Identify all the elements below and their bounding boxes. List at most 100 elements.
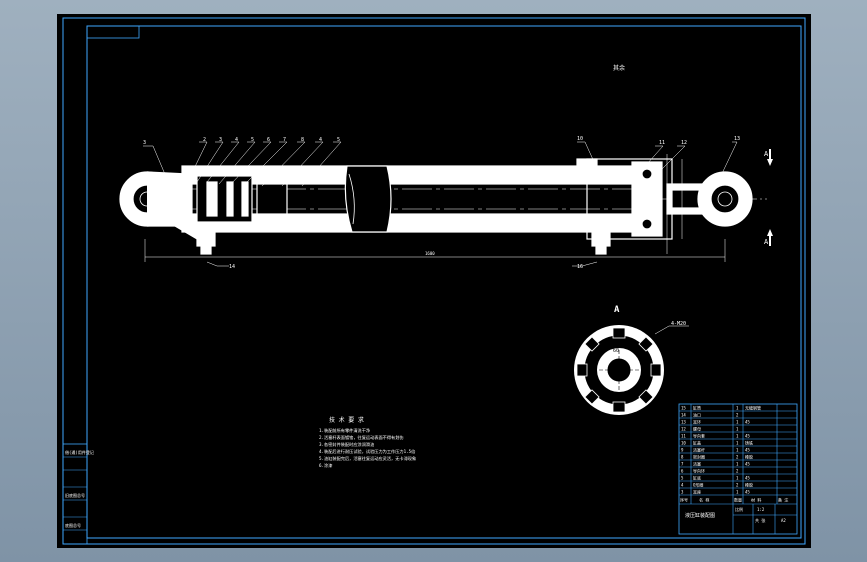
port-right xyxy=(591,231,611,247)
drawing-canvas: 借(通)用件登记 旧底图总号 底图总号 xyxy=(62,17,806,545)
view-marker-top: A xyxy=(764,150,769,158)
technical-notes: 技 术 要 求 1.装配前所有零件清洗干净 2.活塞杆表面镀铬，往复运动表面不得… xyxy=(319,416,416,469)
part-no-bottom-1: 14 xyxy=(229,264,235,270)
parts-row-material: 橡胶 xyxy=(745,454,753,460)
parts-header-no: 序号 xyxy=(680,497,688,503)
note-line-6: 6.涂漆 xyxy=(319,462,332,469)
sheet-label: 共 张 xyxy=(755,517,765,523)
thread-note: 4-M20 xyxy=(671,321,686,327)
part-number-labels: 3 2 3 4 5 6 7 8 4 5 10 11 12 13 14 16 16… xyxy=(143,64,740,270)
notes-title: 技 术 要 求 xyxy=(329,416,364,424)
parts-row-name: 螺母 xyxy=(693,426,701,432)
strip-cell-6: 底图总号 xyxy=(65,522,81,528)
part-no-6: 6 xyxy=(267,137,270,143)
parts-row-material: 无缝钢管 xyxy=(745,405,761,411)
part-no-14: 13 xyxy=(734,136,740,142)
parts-row-no: 11 xyxy=(681,434,686,439)
strip-cell-4: 旧底图总号 xyxy=(65,492,85,498)
section-label: A xyxy=(614,305,620,315)
section-view-a: A 60 4-M20 xyxy=(574,305,689,415)
left-strip: 借(通)用件登记 旧底图总号 底图总号 xyxy=(62,443,94,545)
note-line-3: 3.各密封件装配时应涂润滑油 xyxy=(319,441,374,448)
parts-row-qty: 1 xyxy=(736,420,739,425)
parts-row-no: 13 xyxy=(681,420,686,425)
parts-row-material: 45 xyxy=(745,448,750,453)
part-no-bottom-2: 16 xyxy=(577,264,583,270)
parts-row-name: 耳座 xyxy=(693,489,701,495)
parts-row-material: 45 xyxy=(745,490,750,495)
part-no-12: 11 xyxy=(659,140,665,146)
parts-row-name: 耳环 xyxy=(693,420,701,425)
parts-row-qty: 1 xyxy=(736,490,739,495)
part-no-2: 2 xyxy=(203,137,206,143)
parts-row-qty: 2 xyxy=(736,469,739,474)
parts-row-material: 45 xyxy=(745,462,750,467)
parts-row-name: 活塞杆 xyxy=(693,447,705,453)
parts-row-no: 7 xyxy=(681,462,684,467)
parts-row-qty: 2 xyxy=(736,483,739,488)
part-no-3: 3 xyxy=(219,137,222,143)
parts-row-name: 缸盖 xyxy=(693,440,701,446)
parts-row-material: 45 xyxy=(745,434,750,439)
scale-value: 1:2 xyxy=(757,507,765,512)
parts-row-no: 5 xyxy=(681,476,684,481)
part-no-11: 10 xyxy=(577,136,583,142)
parts-row-name: O形圈 xyxy=(693,482,703,488)
parts-row-name: 密封圈 xyxy=(693,454,705,460)
parts-row-qty: 2 xyxy=(736,413,739,418)
parts-row-no: 6 xyxy=(681,469,684,474)
view-marker-bottom: A xyxy=(764,238,769,246)
part-no-9: 4 xyxy=(319,137,322,143)
note-line-2: 2.活塞杆表面镀铬，往复运动表面不得有划伤 xyxy=(319,434,404,441)
parts-row-no: 8 xyxy=(681,455,684,460)
parts-row-qty: 1 xyxy=(736,434,739,439)
parts-row-name: 油口 xyxy=(693,412,701,418)
parts-row-no: 12 xyxy=(681,427,686,432)
parts-row-material: 45 xyxy=(745,476,750,481)
cylinder-assembly xyxy=(119,154,767,262)
port-left xyxy=(196,231,216,247)
strip-cell-1: 借(通)用件登记 xyxy=(65,449,94,455)
parts-row-name: 导向套 xyxy=(693,433,705,439)
parts-row-material: 橡胶 xyxy=(745,482,753,488)
section-markers: A A xyxy=(764,149,773,246)
parts-row-no: 10 xyxy=(681,441,686,446)
parts-header-material: 材 料 xyxy=(751,497,761,503)
parts-row-no: 4 xyxy=(681,483,684,488)
parts-row-name: 缸筒 xyxy=(693,405,701,411)
parts-row-no: 3 xyxy=(681,490,684,495)
part-no-7: 7 xyxy=(283,137,286,143)
surface-note: 其余 xyxy=(613,64,625,72)
inner-frame xyxy=(86,25,802,539)
parts-header-name: 名 称 xyxy=(699,497,709,503)
length-dimension: 1600 xyxy=(425,251,435,256)
leaders-top xyxy=(143,141,738,267)
parts-row-no: 15 xyxy=(681,406,686,411)
drawing-sheet: 借(通)用件登记 旧底图总号 底图总号 xyxy=(57,14,811,548)
parts-row-no: 14 xyxy=(681,413,686,418)
corner-box xyxy=(86,25,140,39)
parts-row-qty: 1 xyxy=(736,406,739,411)
parts-row-qty: 1 xyxy=(736,448,739,453)
part-no-8: 8 xyxy=(301,137,304,143)
parts-row-name: 活塞 xyxy=(693,461,701,467)
parts-row-material: 铸铁 xyxy=(745,440,753,446)
parts-row-material: 45 xyxy=(745,420,750,425)
scale-label: 比例 xyxy=(735,506,743,512)
parts-row-qty: 1 xyxy=(736,427,739,432)
parts-row-qty: 2 xyxy=(736,455,739,460)
parts-header-remark: 备 注 xyxy=(778,497,788,503)
section-inner-dim: 60 xyxy=(613,348,619,354)
note-line-5: 5.油缸装配完后，活塞往复运动应灵活，无卡滞现象 xyxy=(319,455,416,462)
part-no-13: 12 xyxy=(681,140,687,146)
parts-row-qty: 1 xyxy=(736,476,739,481)
part-no-1: 3 xyxy=(143,140,146,146)
drawing-title: 液压缸装配图 xyxy=(685,512,715,519)
parts-row-name: 缸底 xyxy=(693,475,701,481)
parts-row-no: 9 xyxy=(681,448,684,453)
part-no-10: 5 xyxy=(337,137,340,143)
parts-row-qty: 1 xyxy=(736,441,739,446)
outer-frame xyxy=(62,17,806,545)
